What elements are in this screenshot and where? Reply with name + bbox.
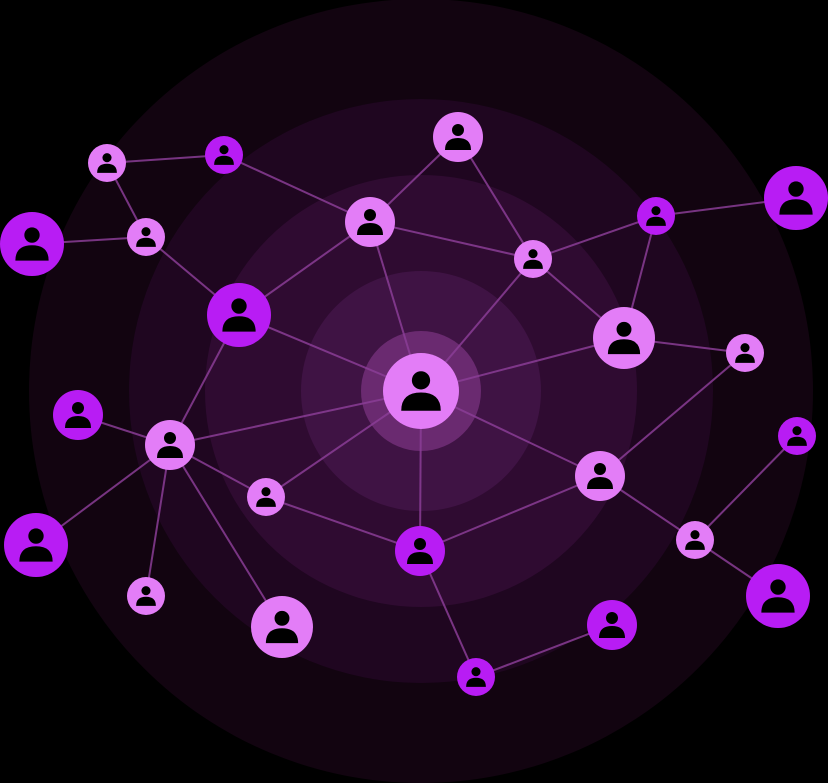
node-circle [145,420,195,470]
user-icon [15,227,49,261]
user-node-n14 [145,420,195,470]
node-circle [764,166,828,230]
user-icon [256,487,276,507]
node-circle [637,197,675,235]
node-circle [433,112,483,162]
node-circle [251,596,313,658]
user-node-n3 [0,212,64,276]
node-circle [587,600,637,650]
node-circle [4,513,68,577]
user-node-n24 [778,417,816,455]
user-nodes [0,112,828,696]
user-node-n10 [593,307,655,369]
node-circle [395,526,445,576]
user-node-center [383,353,459,429]
user-icon [646,206,666,226]
node-circle [88,144,126,182]
user-node-n22 [676,521,714,559]
user-icon [214,145,234,165]
user-icon [136,586,156,606]
node-circle [726,334,764,372]
user-node-n4 [127,218,165,256]
user-icon [407,538,433,564]
user-node-n7 [207,283,271,347]
edge-n6-n8 [369,221,534,260]
user-icon [97,153,117,173]
user-node-n19 [395,526,445,576]
edge-n8-n9 [532,215,657,260]
user-node-n15 [247,478,285,516]
user-node-n2 [205,136,243,174]
edge-n12-n20 [599,352,746,477]
edge-n14-n18 [169,444,283,628]
user-icon [779,181,813,215]
node-circle [53,390,103,440]
edge-n19-n20 [419,475,601,552]
edge-n22-n24 [694,435,798,541]
edge-n14-center [169,390,422,446]
node-circle [205,136,243,174]
user-node-n21 [457,658,495,696]
user-icon [19,528,53,562]
user-icon [587,463,613,489]
user-icon [607,321,641,355]
user-icon [685,530,705,550]
node-circle [127,218,165,256]
user-node-n8 [514,240,552,278]
user-node-n6 [345,197,395,247]
user-node-n5 [433,112,483,162]
edge-n14-n17 [145,444,171,597]
user-node-n9 [637,197,675,235]
node-circle [0,212,64,276]
node-circle [247,478,285,516]
user-node-n16 [4,513,68,577]
user-node-n17 [127,577,165,615]
user-icon [523,249,543,269]
user-icon [136,227,156,247]
edge-n1-n2 [106,154,225,164]
edge-n15-n19 [265,496,421,552]
node-circle [676,521,714,559]
user-node-n13 [53,390,103,440]
user-node-n11 [764,166,828,230]
node-circle [457,658,495,696]
user-icon [65,402,91,428]
node-circle [575,451,625,501]
node-circle [746,564,810,628]
node-circle [345,197,395,247]
user-icon [787,426,807,446]
node-circle [127,577,165,615]
user-node-n20 [575,451,625,501]
user-node-n1 [88,144,126,182]
user-icon [445,124,471,150]
user-node-n18 [251,596,313,658]
user-icon [157,432,183,458]
user-icon [761,579,795,613]
node-circle [778,417,816,455]
user-icon [401,371,441,411]
user-node-n26 [746,564,810,628]
user-icon [735,343,755,363]
user-icon [466,667,486,687]
user-node-n23 [587,600,637,650]
user-icon [599,612,625,638]
node-circle [207,283,271,347]
user-icon [222,298,256,332]
edge-n2-n6 [223,154,371,223]
user-icon [265,610,299,644]
node-circle [514,240,552,278]
node-circle [593,307,655,369]
user-node-n12 [726,334,764,372]
user-icon [357,209,383,235]
node-circle [383,353,459,429]
